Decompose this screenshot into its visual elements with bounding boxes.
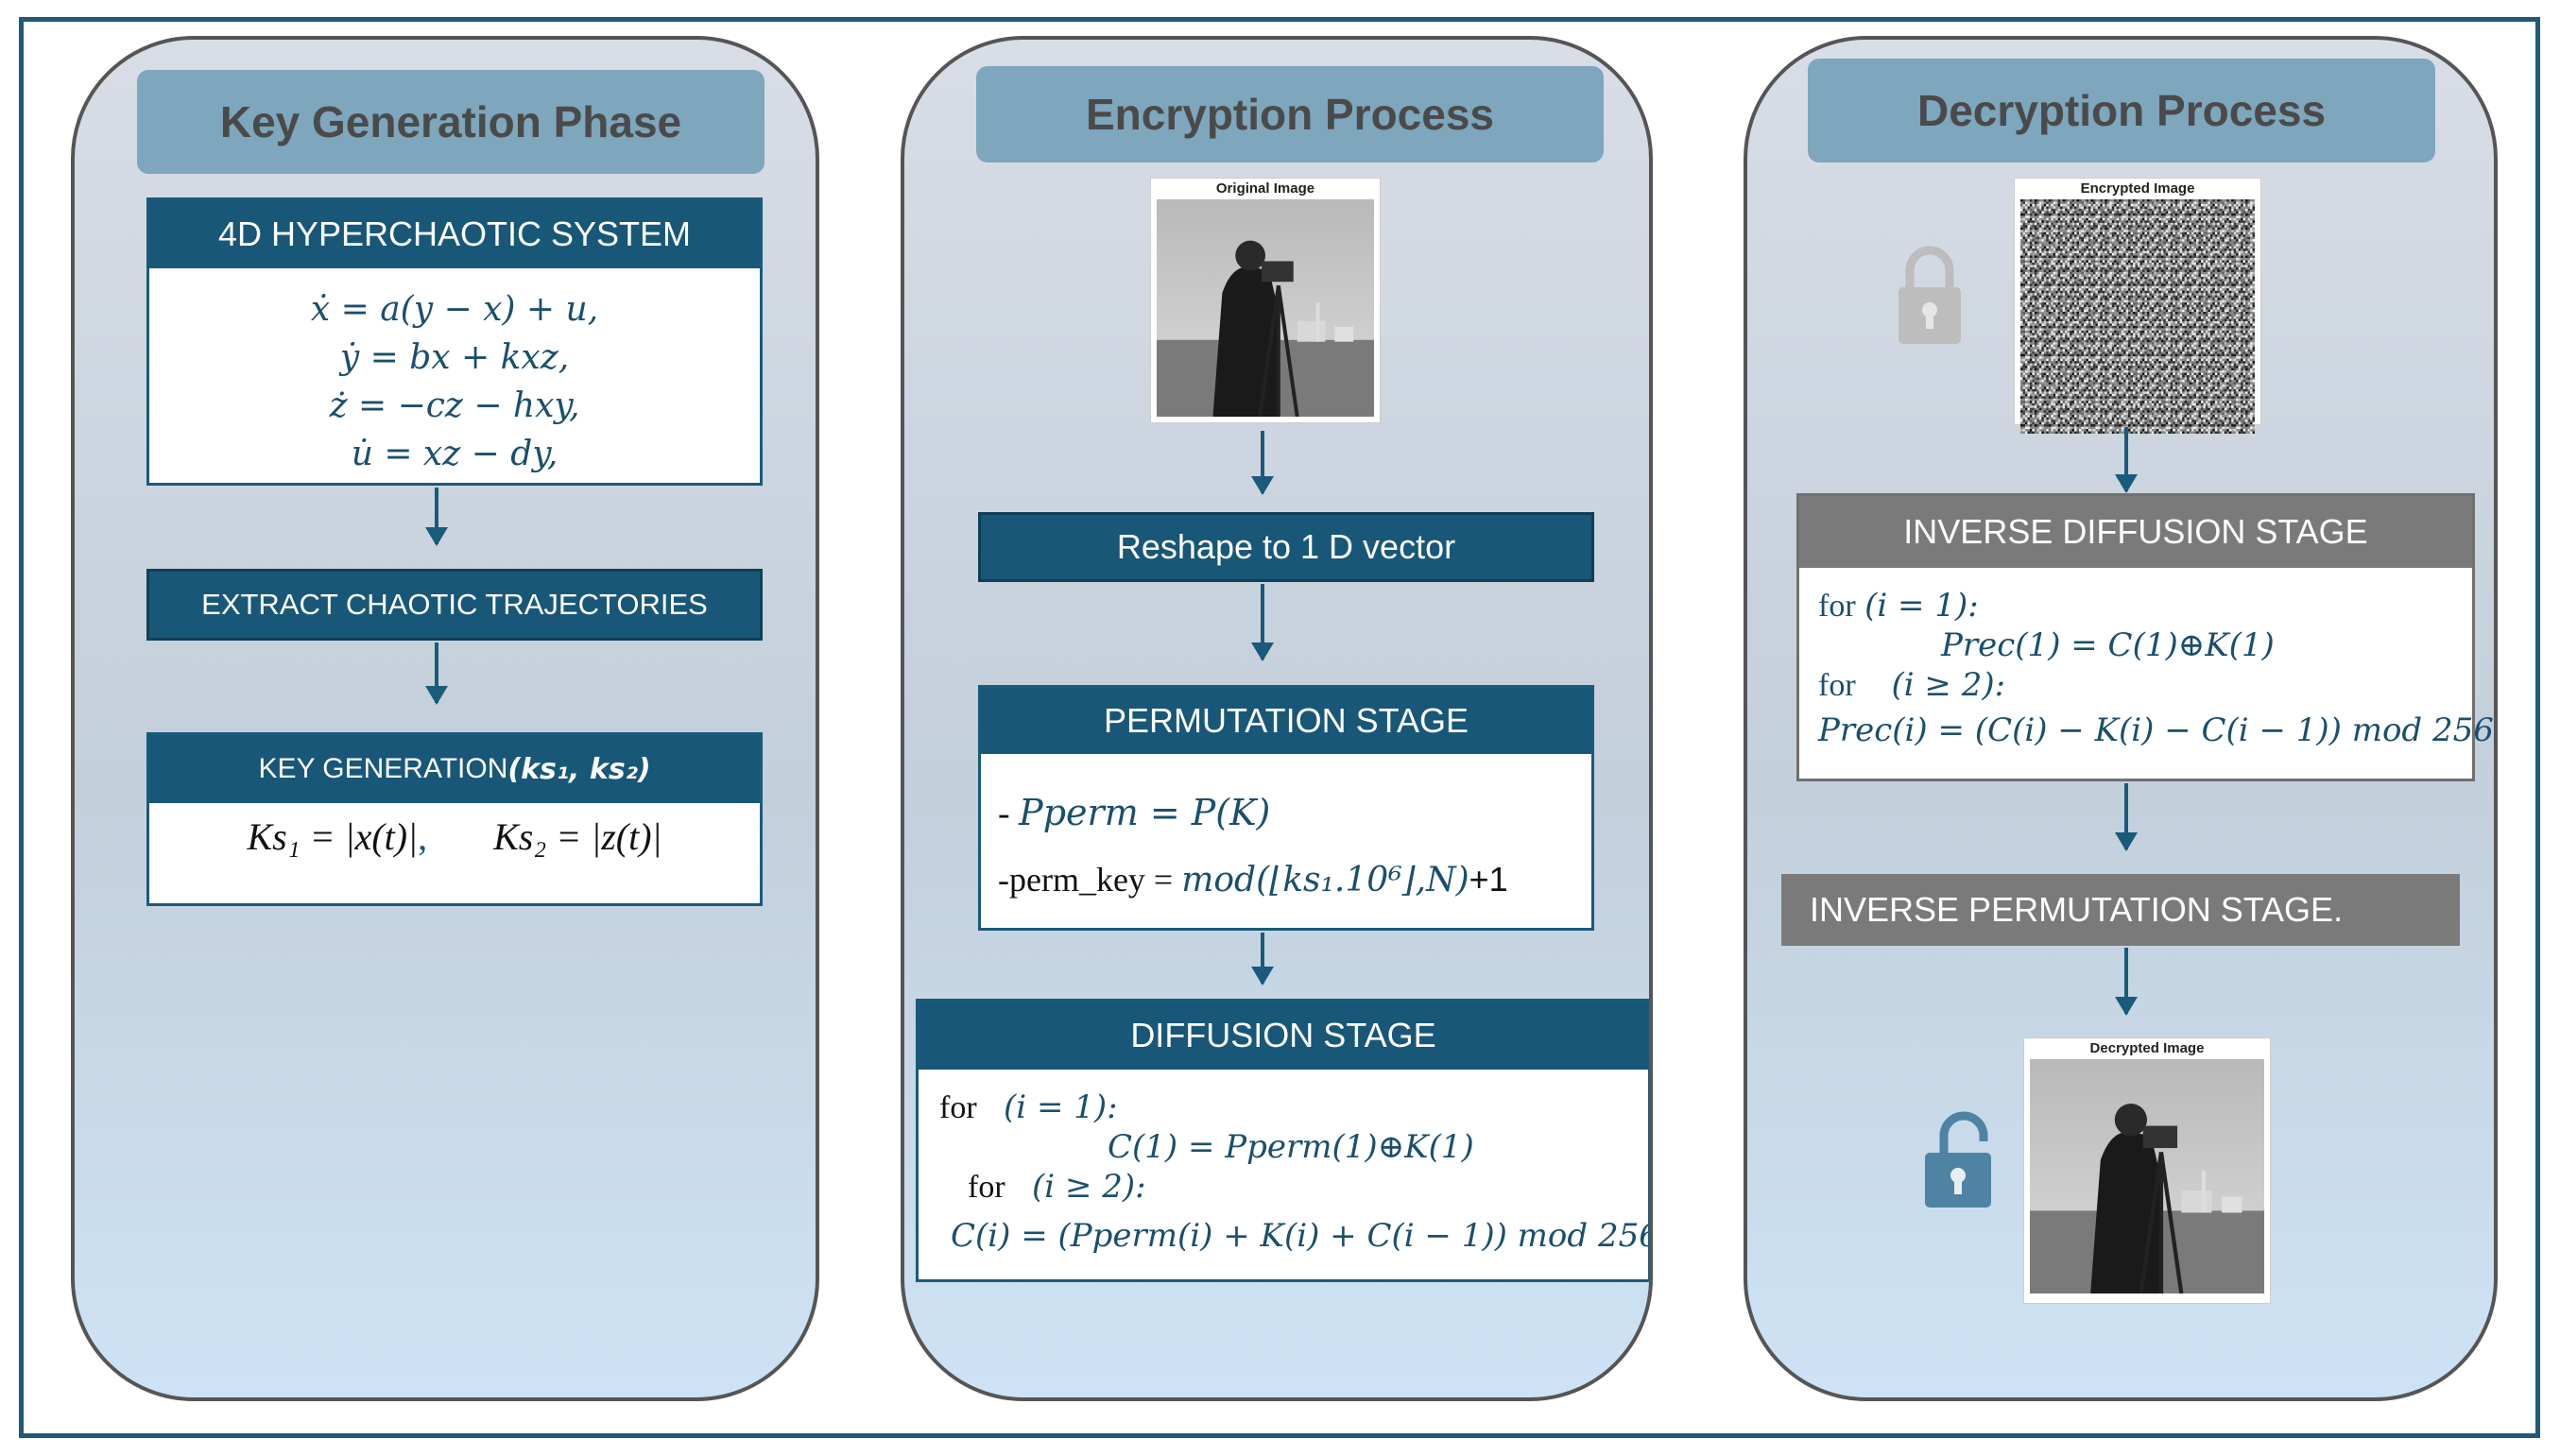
- cameraman-photo-decrypted: [2030, 1059, 2264, 1293]
- permutation-stage-header: PERMUTATION STAGE: [981, 688, 1591, 754]
- diffusion-stage-header: DIFFUSION STAGE: [919, 1002, 1648, 1070]
- diff-for-label-2: for: [968, 1170, 1005, 1205]
- key-generation-box: KEY GENERATION (ks₁, ks₂) Ks₁ = |x(t)|, …: [146, 732, 763, 906]
- lock-closed-icon: [1899, 246, 1961, 344]
- diagram-frame: [19, 17, 2540, 1438]
- inverse-diffusion-box: INVERSE DIFFUSION STAGE for (i = 1): Pre…: [1796, 493, 2494, 781]
- perm-key-offset: +1: [1469, 860, 1508, 899]
- decrypted-image-caption: Decrypted Image: [2089, 1040, 2205, 1056]
- equation-x: ẋ = a(y − x) + u,: [310, 290, 599, 329]
- diff-for-label-1: for: [939, 1090, 977, 1125]
- inv-preci-formula: Prec(i) = (C(i) − K(i) − C(i − 1)) mod 2…: [1818, 711, 2494, 749]
- perm-key-label: -perm_key =: [998, 861, 1182, 899]
- extract-trajectories-box: EXTRACT CHAOTIC TRAJECTORIES: [146, 569, 763, 641]
- diff-c1-formula: C(1) = Pperm(1)⊕K(1): [1108, 1128, 1474, 1166]
- inv-for-label-1: for: [1818, 589, 1856, 624]
- arrow-down: [425, 488, 448, 546]
- key-formulas: Ks₁ = |x(t)|, Ks₂ = |z(t)|: [149, 814, 760, 859]
- diffusion-stage-box: DIFFUSION STAGE for (i = 1): C(1) = Pper…: [916, 999, 1653, 1282]
- encrypted-image: Encrypted Image: [2014, 178, 2261, 434]
- perm-key-line: -perm_key = mod(⌊ks₁.10⁶⌋,N)+1: [998, 860, 1508, 899]
- diff-cond-1: (i = 1):: [1004, 1088, 1118, 1126]
- key-generation-panel: Key Generation Phase 4D HYPERCHAOTIC SYS…: [71, 36, 819, 1401]
- arrow-down: [2115, 948, 2138, 1016]
- decrypted-image: Decrypted Image: [2023, 1037, 2271, 1304]
- hyperchaotic-equations: ẋ = a(y − x) + u, ẏ = bx + kxz, ż = −cz …: [149, 285, 760, 478]
- inverse-diffusion-header: INVERSE DIFFUSION STAGE: [1799, 496, 2472, 568]
- diff-for-i1: for (i = 1):: [939, 1088, 1118, 1126]
- perm-dash: -: [998, 794, 1020, 833]
- arrow-down: [425, 642, 448, 705]
- inv-cond-2: (i ≥ 2):: [1891, 666, 2006, 704]
- key-generation-title: Key Generation Phase: [137, 70, 765, 174]
- decryption-title: Decryption Process: [1808, 59, 2435, 163]
- arrow-down: [1251, 584, 1274, 661]
- encrypted-image-caption: Encrypted Image: [2080, 180, 2195, 197]
- decryption-panel: Decryption Process Encrypted Image: [1744, 36, 2498, 1401]
- key-generation-header: KEY GENERATION (ks₁, ks₂): [149, 735, 760, 803]
- formula-separator: ,: [418, 815, 428, 858]
- original-image: Original Image: [1150, 178, 1381, 423]
- arrow-down: [1251, 933, 1274, 985]
- arrow-down: [2115, 783, 2138, 851]
- perm-key-formula: mod(⌊ks₁.10⁶⌋,N): [1181, 861, 1469, 899]
- encryption-panel: Encryption Process Original Image Reshap…: [901, 36, 1653, 1401]
- inv-prec1-formula: Prec(1) = C(1)⊕K(1): [1941, 626, 2275, 664]
- equation-z: ż = −cz − hxy,: [329, 386, 580, 425]
- ks2-formula: Ks₂ = |z(t)|: [493, 815, 662, 858]
- noise-pattern: [2020, 199, 2255, 434]
- arrow-down: [1251, 431, 1274, 495]
- ks1-formula: Ks₁ = |x(t)|: [247, 815, 419, 858]
- inv-for-i1: for (i = 1):: [1818, 587, 1979, 625]
- perm-formula: Pperm = P(K): [1019, 792, 1271, 833]
- perm-formula-line: - Pperm = P(K): [998, 792, 1270, 834]
- inv-for-i2: for (i ≥ 2):: [1818, 666, 2005, 704]
- equation-y: ẏ = bx + kxz,: [339, 338, 570, 377]
- arrow-down: [2115, 427, 2138, 493]
- lock-open-icon: [1925, 1111, 1991, 1208]
- hyperchaotic-system-header: 4D HYPERCHAOTIC SYSTEM: [149, 200, 760, 268]
- inv-for-label-2: for: [1818, 668, 1856, 703]
- key-generation-label: KEY GENERATION: [258, 753, 508, 784]
- diff-cond-2: (i ≥ 2):: [1032, 1168, 1146, 1206]
- original-image-caption: Original Image: [1215, 180, 1315, 197]
- key-generation-symbols: (ks₁, ks₂): [507, 752, 651, 786]
- encryption-title: Encryption Process: [976, 66, 1604, 163]
- permutation-stage-box: PERMUTATION STAGE - Pperm = P(K) -perm_k…: [978, 685, 1594, 931]
- diff-for-i2: for (i ≥ 2):: [968, 1168, 1146, 1206]
- inverse-permutation-box: INVERSE PERMUTATION STAGE.: [1781, 874, 2460, 946]
- diff-ci-formula: C(i) = (Pperm(i) + K(i) + C(i − 1)) mod …: [951, 1217, 1653, 1255]
- cameraman-photo: [1157, 199, 1374, 417]
- equation-u: u̇ = xz − dy,: [351, 435, 558, 473]
- reshape-box: Reshape to 1 D vector: [978, 512, 1594, 582]
- hyperchaotic-system-box: 4D HYPERCHAOTIC SYSTEM ẋ = a(y − x) + u,…: [146, 197, 763, 486]
- inv-cond-1: (i = 1):: [1864, 587, 1979, 625]
